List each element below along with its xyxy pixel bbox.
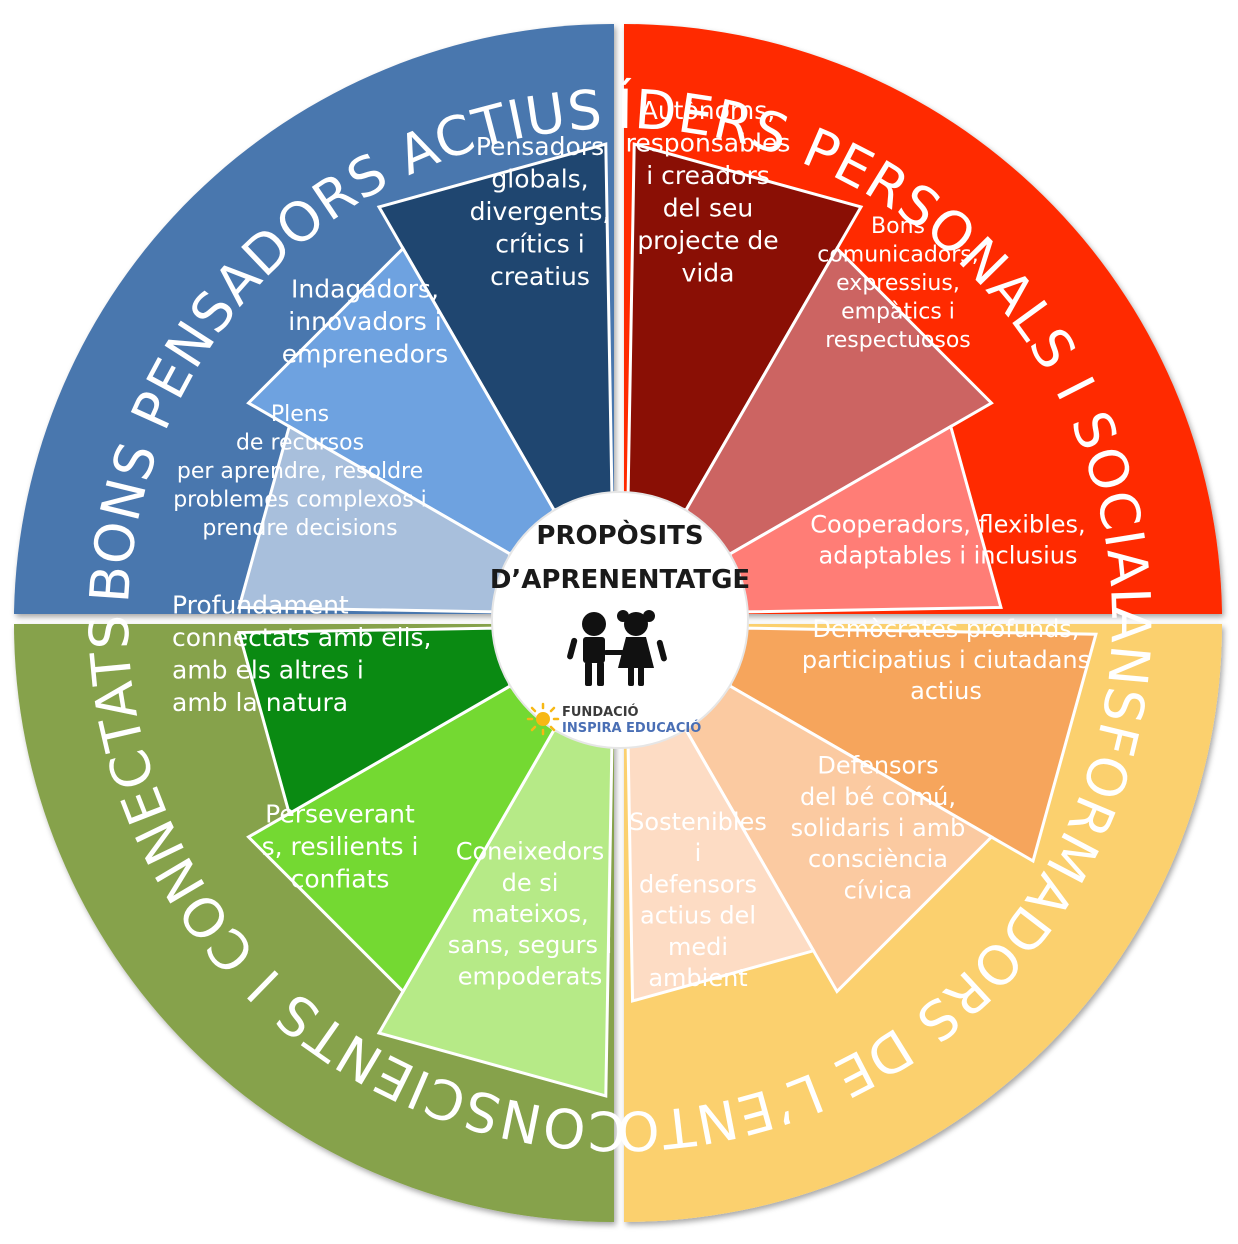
segment-label-line: amb la natura — [172, 688, 348, 717]
segment-label-line: cívica — [844, 876, 913, 904]
segment-label-line: Perseverant — [265, 800, 415, 829]
segment-label-line: globals, — [491, 165, 588, 194]
segment-label-12: Profundament connectats amb ells, amb els … — [172, 590, 432, 717]
segment-label-line: Pensadors — [476, 132, 604, 161]
segment-label-3: Plens de recursos per aprendre, resoldre pr… — [173, 402, 427, 541]
segment-label-line: i creadors — [646, 161, 770, 190]
segment-label-line: connectats amb ells, — [172, 623, 432, 652]
segment-label-6: Cooperadors, flexibles, adaptables i incl… — [810, 510, 1085, 569]
segment-label-line: medi — [668, 933, 728, 961]
segment-slices — [237, 142, 1098, 1098]
segment-label-line: s, resilients i — [262, 832, 419, 861]
segment-label-line: per aprendre, resoldre — [177, 459, 423, 484]
segment-label-line: Autònoms, — [641, 96, 776, 125]
segment-label-line: confiats — [291, 865, 390, 894]
segment-label-line: Cooperadors, flexibles, — [810, 510, 1085, 538]
segment-label-line: Indagadors, — [291, 275, 439, 304]
segment-label-line: Plens — [271, 402, 329, 427]
segment-labels: Pensadors globals, divergents, crítics i cre… — [172, 96, 1090, 992]
segment-label-line: adaptables i inclusius — [819, 542, 1078, 570]
segment-label-line: responsables — [626, 128, 791, 157]
segment-label-line: creatius — [490, 262, 590, 291]
segment-label-line: amb els altres i — [172, 655, 364, 684]
center-badge: PROPÒSITS D’APRENENTATGE — [490, 491, 750, 749]
segment-label-line: de si — [502, 869, 559, 897]
segment-label-line: actius del — [640, 902, 756, 930]
segment-label-line: sans, segurs i — [448, 931, 613, 959]
segment-label-line: Coneixedors — [456, 838, 605, 866]
segment-label-line: i — [695, 839, 702, 867]
segment-label-line: del bé comú, — [800, 783, 956, 811]
segment-label-line: innovadors i — [288, 307, 441, 336]
segment-label-line: problemes complexos i — [173, 488, 427, 513]
sun-icon — [526, 702, 560, 736]
segment-label-line: del seu — [663, 193, 753, 222]
segment-label-line: divergents, — [470, 197, 611, 226]
segment-label-line: empàtics i — [841, 300, 955, 325]
segment-label-line: participatius i ciutadans — [802, 646, 1090, 674]
children-icon — [567, 610, 667, 686]
segment-label-line: projecte de — [637, 226, 778, 255]
segment-label-2: Indagadors, innovadors i emprenedors — [282, 275, 448, 369]
segment-label-10: Coneixedors de si mateixos, sans, segurs i e… — [448, 838, 613, 991]
segment-label-5: Bons comunicadors, expressius, empàtics i re… — [817, 214, 979, 353]
segment-label-line: Profundament — [172, 590, 349, 619]
segment-label-line: Defensors — [817, 752, 938, 780]
center-title-line1: PROPÒSITS — [536, 519, 703, 551]
segment-label-line: expressius, — [836, 271, 960, 296]
segment-label-4: Autònoms, responsables i creadors del seu pr… — [626, 96, 791, 288]
segment-label-8: Defensors del bé comú, solidaris i amb cons… — [791, 752, 966, 905]
segment-label-7: Demòcrates profunds, participatius i ciut… — [802, 615, 1090, 705]
segment-label-line: defensors — [639, 870, 757, 898]
segment-label-line: Sostenibles — [629, 808, 767, 836]
segment-label-line: Demòcrates profunds, — [813, 615, 1080, 643]
center-title-line2: D’APRENENTATGE — [490, 565, 750, 595]
segment-label-line: prendre decisions — [202, 516, 397, 541]
segment-label-11: Perseverant s, resilients i confiats — [262, 800, 419, 894]
segment-label-line: de recursos — [236, 430, 364, 455]
logo-line2: INSPIRA EDUCACIÓ — [562, 720, 701, 736]
segment-label-line: ambient — [648, 964, 747, 992]
segment-label-1: Pensadors globals, divergents, crítics i cre… — [470, 132, 611, 291]
segment-label-line: vida — [682, 258, 735, 287]
segment-label-line: Bons — [871, 214, 925, 239]
segment-label-line: actius — [910, 677, 982, 705]
segment-label-line: comunicadors, — [817, 242, 979, 267]
logo-line1: FUNDACIÓ — [562, 704, 639, 720]
segment-label-line: respectuosos — [825, 328, 971, 353]
fundacio-logo: FUNDACIÓ INSPIRA EDUCACIÓ — [526, 702, 701, 736]
segment-label-line: solidaris i amb — [791, 814, 966, 842]
segment-label-line: consciència — [808, 845, 948, 873]
segment-label-line: emprenedors — [282, 340, 448, 369]
segment-label-line: crítics i — [495, 230, 584, 259]
segment-label-9: Sostenibles i defensors actius del medi ambie… — [629, 808, 767, 992]
segment-label-line: mateixos, — [471, 900, 588, 928]
segment-label-line: empoderats — [458, 962, 603, 990]
